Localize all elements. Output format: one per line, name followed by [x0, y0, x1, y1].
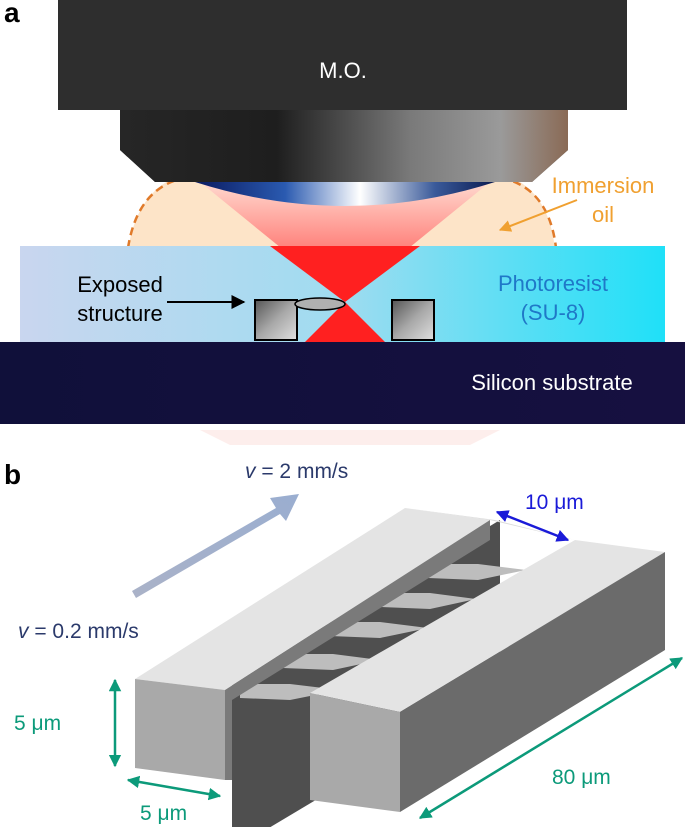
immersion-oil-arrow — [498, 199, 578, 232]
right-wall-front — [310, 693, 400, 812]
width-dimension-arrow — [126, 775, 222, 801]
left-wall-inner — [225, 520, 490, 780]
scan-direction-arrow — [132, 494, 299, 598]
gap-label: 10 μm — [525, 491, 584, 514]
length-label: 80 μm — [552, 766, 611, 789]
exposed-cube-right — [391, 299, 435, 341]
width-label: 5 μm — [140, 802, 187, 825]
speed-fast-var: v — [245, 460, 257, 483]
speed-fast-value: = 2 mm/s — [256, 460, 349, 483]
reflection-glow — [200, 430, 500, 445]
rung-5 — [428, 564, 526, 580]
exposed-label-line2: structure — [77, 301, 163, 326]
height-label: 5 μm — [14, 712, 61, 735]
panel-a-letter: a — [4, 0, 20, 28]
length-dimension-arrow — [418, 656, 684, 820]
speed-fast-label: v = 2 mm/s — [245, 460, 348, 483]
oil-label-line1: Immersion — [552, 173, 655, 198]
exposed-label-line1: Exposed — [77, 272, 163, 297]
objective-lens — [195, 182, 495, 206]
gap-dimension-arrow — [495, 510, 570, 542]
speed-slow-value: = 0.2 mm/s — [29, 620, 139, 643]
speed-slow-var: v — [18, 620, 30, 643]
panel-a: a M.O. Immersion oil Photoresist (SU-8) … — [0, 0, 685, 445]
photoresist-label-line2: (SU-8) — [521, 300, 586, 325]
objective-label: M.O. — [319, 58, 367, 83]
laser-cone-upper — [200, 182, 490, 300]
left-wall-front — [135, 679, 225, 780]
laser-cone-reflected — [305, 302, 385, 342]
exposed-cube-left — [254, 299, 298, 341]
microscope-objective-tip — [120, 110, 568, 182]
speed-slow-label: v = 0.2 mm/s — [18, 620, 139, 643]
oil-label-line2: oil — [592, 202, 614, 227]
left-wall-top — [135, 508, 490, 690]
rung-2 — [283, 654, 380, 670]
laser-cone-lower — [270, 246, 420, 302]
rung-1 — [240, 684, 340, 700]
rungs — [240, 564, 526, 700]
oil-outline-right — [487, 174, 558, 249]
panel-b: b v = 2 mm/s v = 0.2 mm/s 10 μ — [4, 459, 684, 827]
panel-b-letter: b — [4, 459, 21, 490]
photoresist-label-line1: Photoresist — [498, 271, 608, 296]
exposed-voxel — [294, 297, 346, 311]
rung-3 — [330, 622, 428, 638]
right-wall-top — [310, 540, 665, 712]
silicon-substrate — [0, 342, 685, 424]
substrate-label: Silicon substrate — [471, 370, 632, 395]
rung-4 — [380, 593, 476, 609]
